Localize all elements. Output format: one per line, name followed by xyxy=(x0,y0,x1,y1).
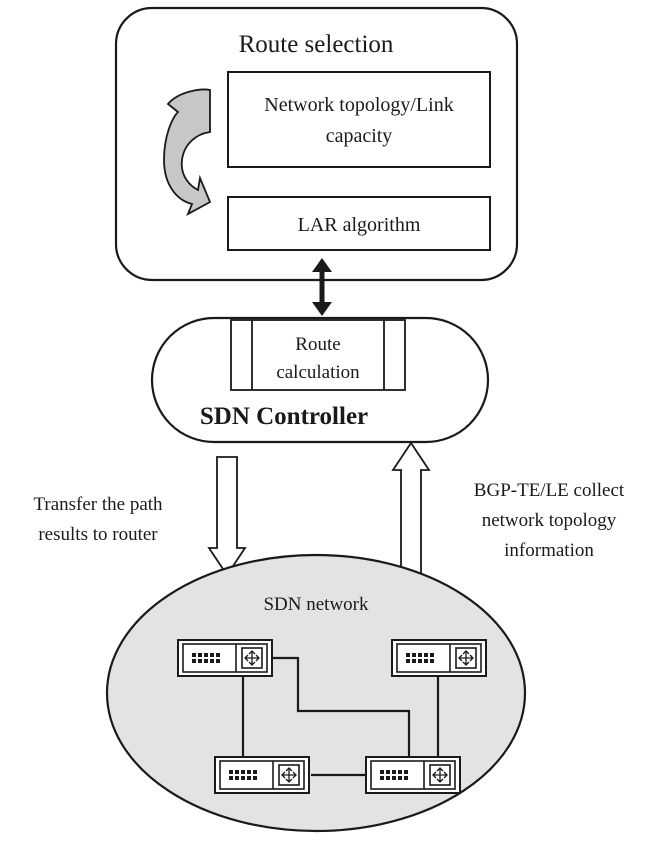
router-icon xyxy=(391,639,487,677)
sdn-network-title: SDN network xyxy=(263,594,369,615)
network-links xyxy=(241,656,440,777)
cycle-arrow-icon xyxy=(163,88,212,216)
route-selection-title: Route selection xyxy=(239,31,394,58)
sdn-controller-title: SDN Controller xyxy=(200,403,368,430)
right-arrow-label-line1: BGP-TE/LE collect xyxy=(474,480,625,501)
right-arrow-label-line2: network topology xyxy=(482,510,617,531)
router-icon xyxy=(177,639,273,677)
lar-algorithm-label: LAR algorithm xyxy=(298,214,421,236)
topology-box-line1: Network topology/Link xyxy=(264,94,453,116)
route-calculation-line1: Route xyxy=(295,334,340,355)
lar-algorithm-box xyxy=(227,196,491,251)
left-arrow-label-line1: Transfer the path xyxy=(33,494,163,515)
right-arrow-label-line3: information xyxy=(504,540,594,561)
topology-box-line2: capacity xyxy=(326,125,393,147)
route-calculation-line2: calculation xyxy=(276,362,360,383)
up-arrow xyxy=(391,441,431,580)
router-icon xyxy=(214,756,310,794)
router-icon xyxy=(365,756,461,794)
left-arrow-label-line2: results to router xyxy=(38,524,158,545)
route-calculation-box xyxy=(230,319,406,391)
bidirectional-arrow xyxy=(312,258,332,316)
down-arrow xyxy=(207,456,247,577)
topology-box xyxy=(227,71,491,168)
